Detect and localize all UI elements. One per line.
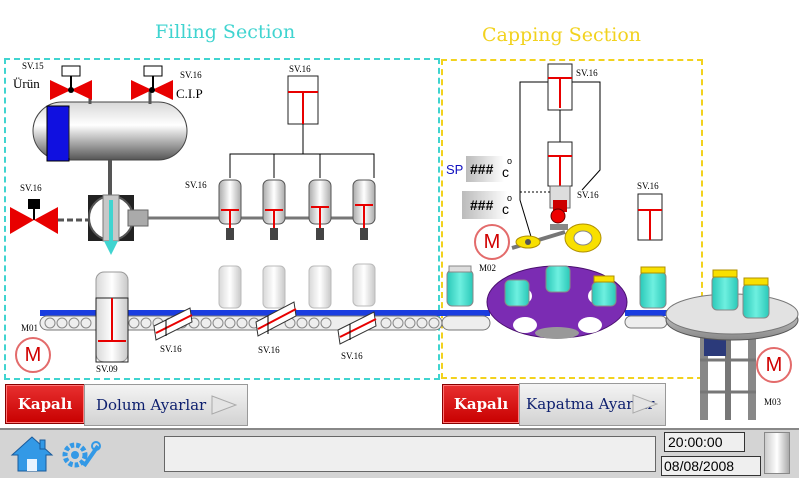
gate-sv16-2[interactable] xyxy=(255,301,297,337)
capping-section-title: Capping Section xyxy=(482,24,641,46)
arrow-right-icon xyxy=(632,394,658,414)
rotary-table xyxy=(665,269,799,420)
filling-section-title: Filling Section xyxy=(155,21,296,43)
label-sv09: SV.09 xyxy=(96,364,118,374)
pv-unit: c xyxy=(502,201,509,217)
filling-nozzles xyxy=(218,179,376,240)
label-sv16-gate1: SV.16 xyxy=(160,344,182,354)
capping-settings-button[interactable]: Kapatma Ayarlar xyxy=(519,383,666,426)
sp-label: SP xyxy=(446,162,464,177)
cap-mid-cylinder[interactable] xyxy=(547,141,573,187)
label-m02: M02 xyxy=(479,263,497,273)
cap-top-cylinder[interactable] xyxy=(547,63,573,142)
capping-settings-label: Kapatma Ayarlar xyxy=(526,395,655,413)
settings-tools-icon[interactable] xyxy=(60,438,102,474)
label-sv16-left: SV.16 xyxy=(20,183,42,193)
label-urun: Ürün xyxy=(13,76,40,91)
pv-degree: o xyxy=(507,193,513,203)
motor-m03-icon[interactable]: M xyxy=(756,347,792,383)
bottles-under-nozzles xyxy=(218,263,376,309)
capping-head xyxy=(549,185,571,230)
dosing-pump xyxy=(88,194,149,255)
label-sv16-cip: SV.16 xyxy=(180,70,202,80)
home-icon[interactable] xyxy=(10,435,54,473)
capping-status-button[interactable]: Kapalı xyxy=(442,384,520,424)
valve-sv15[interactable] xyxy=(50,65,92,100)
cap-feeder xyxy=(511,223,602,253)
label-sv15: SV.15 xyxy=(22,61,44,71)
label-cip: C.I.P xyxy=(176,86,203,101)
jars xyxy=(446,265,667,309)
label-sv16-top-cylinder: SV.16 xyxy=(289,64,311,74)
filling-settings-button[interactable]: Dolum Ayarlar xyxy=(84,384,248,426)
filling-settings-label: Dolum Ayarlar xyxy=(96,396,207,414)
label-m01: M01 xyxy=(21,323,39,333)
top-cylinder[interactable] xyxy=(287,75,319,154)
filling-conveyor xyxy=(39,310,443,331)
date-display: 08/08/2008 xyxy=(661,456,761,476)
label-m03: M03 xyxy=(764,397,782,407)
time-display: 20:00:00 xyxy=(664,432,745,452)
label-sv16-cap-right: SV.16 xyxy=(637,181,659,191)
setpoint-value[interactable]: ### xyxy=(466,156,504,182)
stop-cylinder-sv09[interactable] xyxy=(95,271,129,363)
label-sv16-cap-mid: SV.16 xyxy=(577,190,599,200)
gate-sv16-3[interactable] xyxy=(337,311,377,345)
sp-unit: c xyxy=(502,164,509,180)
message-display xyxy=(164,436,656,472)
capping-zone xyxy=(441,59,703,379)
filling-status-button[interactable]: Kapalı xyxy=(5,384,85,424)
motor-m02-icon[interactable]: M xyxy=(474,224,510,260)
motor-m01-icon[interactable]: M xyxy=(15,337,51,373)
cap-right-cylinder[interactable] xyxy=(637,193,663,241)
valve-sv16-cip[interactable] xyxy=(131,65,173,100)
arrow-right-icon xyxy=(211,395,237,415)
label-sv16-gate3: SV.16 xyxy=(341,351,363,361)
product-tank xyxy=(32,101,188,162)
label-sv16-nozzles: SV.16 xyxy=(185,180,207,190)
process-value: ### xyxy=(462,191,508,219)
label-sv16-gate2: SV.16 xyxy=(258,345,280,355)
sp-degree: o xyxy=(507,156,513,166)
label-sv16-cap-top: SV.16 xyxy=(576,68,598,78)
filling-zone xyxy=(4,58,440,380)
valve-sv16-left[interactable] xyxy=(10,199,58,234)
gate-sv16-1[interactable] xyxy=(153,307,193,341)
scroll-handle[interactable] xyxy=(764,432,790,474)
